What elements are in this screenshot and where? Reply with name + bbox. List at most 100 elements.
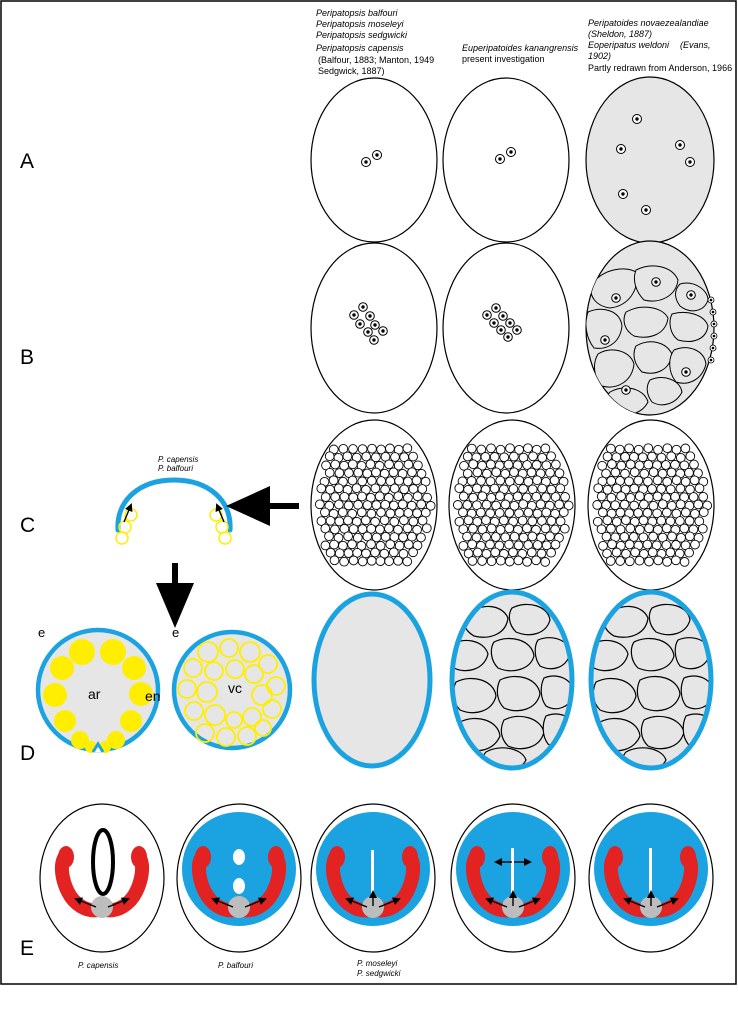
blastomere — [462, 531, 472, 542]
blastomere — [665, 484, 676, 495]
blastomere — [348, 444, 358, 454]
blastomere — [611, 516, 622, 527]
blastomere — [661, 507, 672, 518]
blastomere — [339, 491, 350, 502]
blastomere — [643, 476, 653, 487]
egg-a3 — [585, 76, 715, 244]
blastomere — [563, 500, 574, 511]
blastomere — [462, 500, 473, 510]
blastomere — [489, 452, 500, 462]
blastomere — [690, 539, 700, 550]
head-lobe-right-e5 — [680, 846, 696, 868]
blastomere — [370, 483, 381, 494]
blastomere — [610, 467, 621, 478]
blastomere — [657, 499, 668, 510]
blastomere — [316, 483, 327, 494]
row-a — [310, 76, 715, 244]
blastomere — [601, 531, 612, 542]
peripheral-nuclei-b3 — [707, 296, 718, 364]
blastomere — [379, 548, 390, 559]
blastomere — [621, 515, 631, 526]
header-col3-note: Partly redrawn from Anderson, 1966 — [588, 63, 732, 73]
arrow-e3-left — [345, 897, 368, 908]
blastomere — [499, 452, 510, 463]
blastomere — [647, 484, 657, 494]
blastomere — [532, 540, 543, 550]
arrow-e4-left — [485, 897, 508, 908]
blastomere — [403, 492, 413, 503]
blastomere — [412, 524, 422, 535]
blastomere — [616, 491, 626, 502]
blastomere — [388, 547, 399, 558]
blastomere — [527, 516, 538, 527]
blastomere — [560, 492, 570, 502]
arrow-e4-right — [518, 897, 541, 908]
embryo-arc-c — [115, 477, 233, 533]
blastomere — [624, 539, 635, 550]
anus-e2 — [233, 878, 245, 894]
header-col3-species2-ref2: 1902) — [588, 51, 611, 61]
blastomere — [329, 539, 339, 550]
blastomere — [698, 507, 709, 518]
blastomere — [476, 476, 486, 486]
blastomere — [661, 540, 672, 550]
blastomere — [472, 547, 483, 558]
blastomere — [481, 532, 491, 542]
nuclei-a3 — [616, 114, 695, 215]
blastomere — [416, 499, 427, 510]
blastomere — [402, 523, 413, 534]
row-b — [310, 240, 718, 416]
blastomere — [592, 500, 603, 510]
blastomere — [607, 459, 617, 470]
blastomere — [325, 515, 336, 526]
blastomere — [339, 556, 349, 567]
blastomere — [653, 555, 664, 566]
blastomere — [353, 467, 364, 478]
blastomere — [644, 556, 654, 567]
blastomere — [366, 539, 376, 550]
blastomere — [422, 492, 432, 503]
blastomere — [471, 532, 482, 543]
blastomere — [324, 500, 335, 511]
blastomere — [652, 508, 662, 519]
blastopore-d1 — [91, 741, 105, 753]
blastomere — [467, 539, 477, 550]
blastomere — [366, 555, 377, 566]
label-en: en — [145, 688, 161, 704]
blastomere — [338, 443, 349, 454]
blastomere — [503, 459, 514, 470]
blastomere — [343, 531, 353, 542]
blastomere — [375, 556, 386, 566]
embryo-e1 — [39, 803, 165, 953]
blastomere — [329, 555, 340, 566]
blastomere — [500, 499, 511, 510]
blastomere — [393, 491, 404, 502]
blastomere — [417, 515, 428, 526]
blastomere — [535, 499, 546, 510]
blastomere — [314, 499, 325, 510]
blastomere — [638, 532, 649, 543]
blastomere — [671, 555, 681, 566]
mouth-e2 — [233, 849, 245, 865]
blastomere — [495, 475, 506, 486]
blastomere — [385, 539, 396, 550]
endoderm-cells-d1 — [43, 639, 153, 753]
blastomere — [615, 556, 626, 566]
blastomere — [523, 507, 534, 518]
blastomere — [498, 515, 509, 526]
label-vc: vc — [228, 680, 242, 696]
blastomere — [475, 507, 486, 518]
blastomere — [546, 451, 556, 462]
nuclei-b3 — [600, 277, 696, 395]
blastomere — [467, 556, 478, 566]
pronuclei-a2 — [495, 147, 516, 164]
blastomere — [347, 539, 357, 550]
blastomere — [468, 523, 478, 534]
blastomere — [675, 499, 686, 510]
blastomere — [610, 500, 621, 511]
blastomere — [357, 556, 368, 567]
blastomere — [351, 483, 362, 494]
blastomere — [665, 547, 676, 558]
blastomere — [361, 548, 371, 559]
blastomere — [454, 516, 465, 527]
